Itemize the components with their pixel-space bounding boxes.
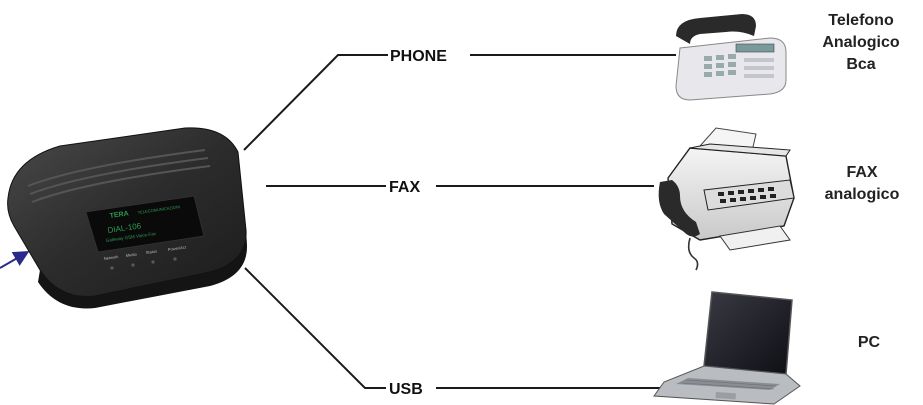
fax-device-label-line2: analogico (824, 186, 900, 203)
modem-led-label: Status (145, 248, 157, 255)
modem-device: TERA TELECOMUNICAZIONI DIAL-106 Gateway … (7, 127, 248, 309)
modem-brand-sub: TELECOMUNICAZIONI (137, 204, 180, 215)
telephone-label-line2: Analogico (822, 34, 900, 51)
pc-label: PC (844, 332, 894, 354)
fax-device-label: FAX analogico (808, 162, 916, 206)
telephone-label-line3: Bca (846, 56, 876, 73)
usb-label: USB (389, 381, 423, 398)
telephone-label-line1: Telefono (828, 12, 894, 29)
phone-label: PHONE (390, 48, 447, 65)
usb-line (244, 267, 386, 389)
modem-led-label: Media (125, 251, 137, 258)
fax-label: FAX (389, 179, 420, 196)
pc-label-line1: PC (857, 334, 881, 351)
input-arrow (0, 251, 30, 269)
pc-laptop (653, 291, 801, 405)
modem-led-label: Network (103, 254, 118, 261)
phone-line (243, 54, 388, 151)
modem-brand: TERA (109, 210, 129, 220)
telephone-device (675, 14, 787, 101)
telephone-label: Telefono Analogico Bca (816, 10, 906, 76)
fax-device (658, 127, 795, 271)
modem-led-label: Power/Act (167, 244, 187, 252)
fax-device-label-line1: FAX (846, 164, 878, 181)
